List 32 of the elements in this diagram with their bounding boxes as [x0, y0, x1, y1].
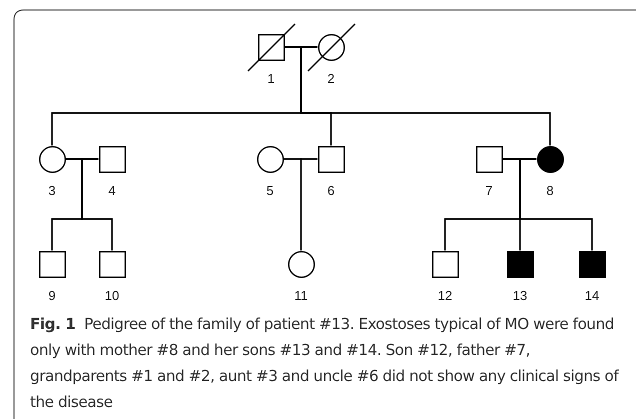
individual-number: 12 [438, 288, 452, 302]
affected-male-symbol [506, 250, 534, 278]
individual-number: 1 [267, 72, 275, 86]
male-deceased-symbol [248, 24, 294, 70]
female-symbol [288, 250, 314, 278]
individual-number: 2 [327, 72, 335, 86]
individual-number: 4 [108, 184, 116, 198]
individual-number: 11 [294, 288, 308, 302]
figure-caption: Fig. 1 Pedigree of the family of patient #13. Exostoses typical of MO were found only with mother #8 and her sons #13 and #14. Son #12, father #7, grandparents #1 and #2, aunt #3 and uncle #6 did not show any clinical signs of the disease [30, 314, 620, 413]
individual-number: 13 [512, 288, 528, 302]
individual-number: 8 [546, 184, 554, 198]
individual-number: 3 [48, 184, 56, 198]
male-symbol [432, 250, 458, 278]
affected-female-symbol [536, 146, 564, 172]
male-symbol [476, 146, 502, 172]
male-symbol [318, 146, 344, 172]
pedigree-line [300, 158, 318, 250]
individual-number: 5 [266, 184, 274, 198]
female-deceased-symbol [308, 24, 354, 70]
female-symbol [38, 146, 66, 172]
male-symbol [98, 146, 126, 172]
individual-number: 10 [104, 288, 120, 302]
pedigree-line [81, 158, 113, 250]
male-symbol [38, 250, 66, 278]
pedigree-line [519, 158, 593, 250]
individual-number: 9 [48, 288, 56, 302]
affected-male-symbol [578, 250, 606, 278]
female-symbol [256, 146, 284, 172]
individual-number: 14 [584, 288, 600, 302]
individual-number: 6 [327, 184, 335, 198]
individual-number: 7 [485, 184, 493, 198]
male-symbol [98, 250, 126, 278]
